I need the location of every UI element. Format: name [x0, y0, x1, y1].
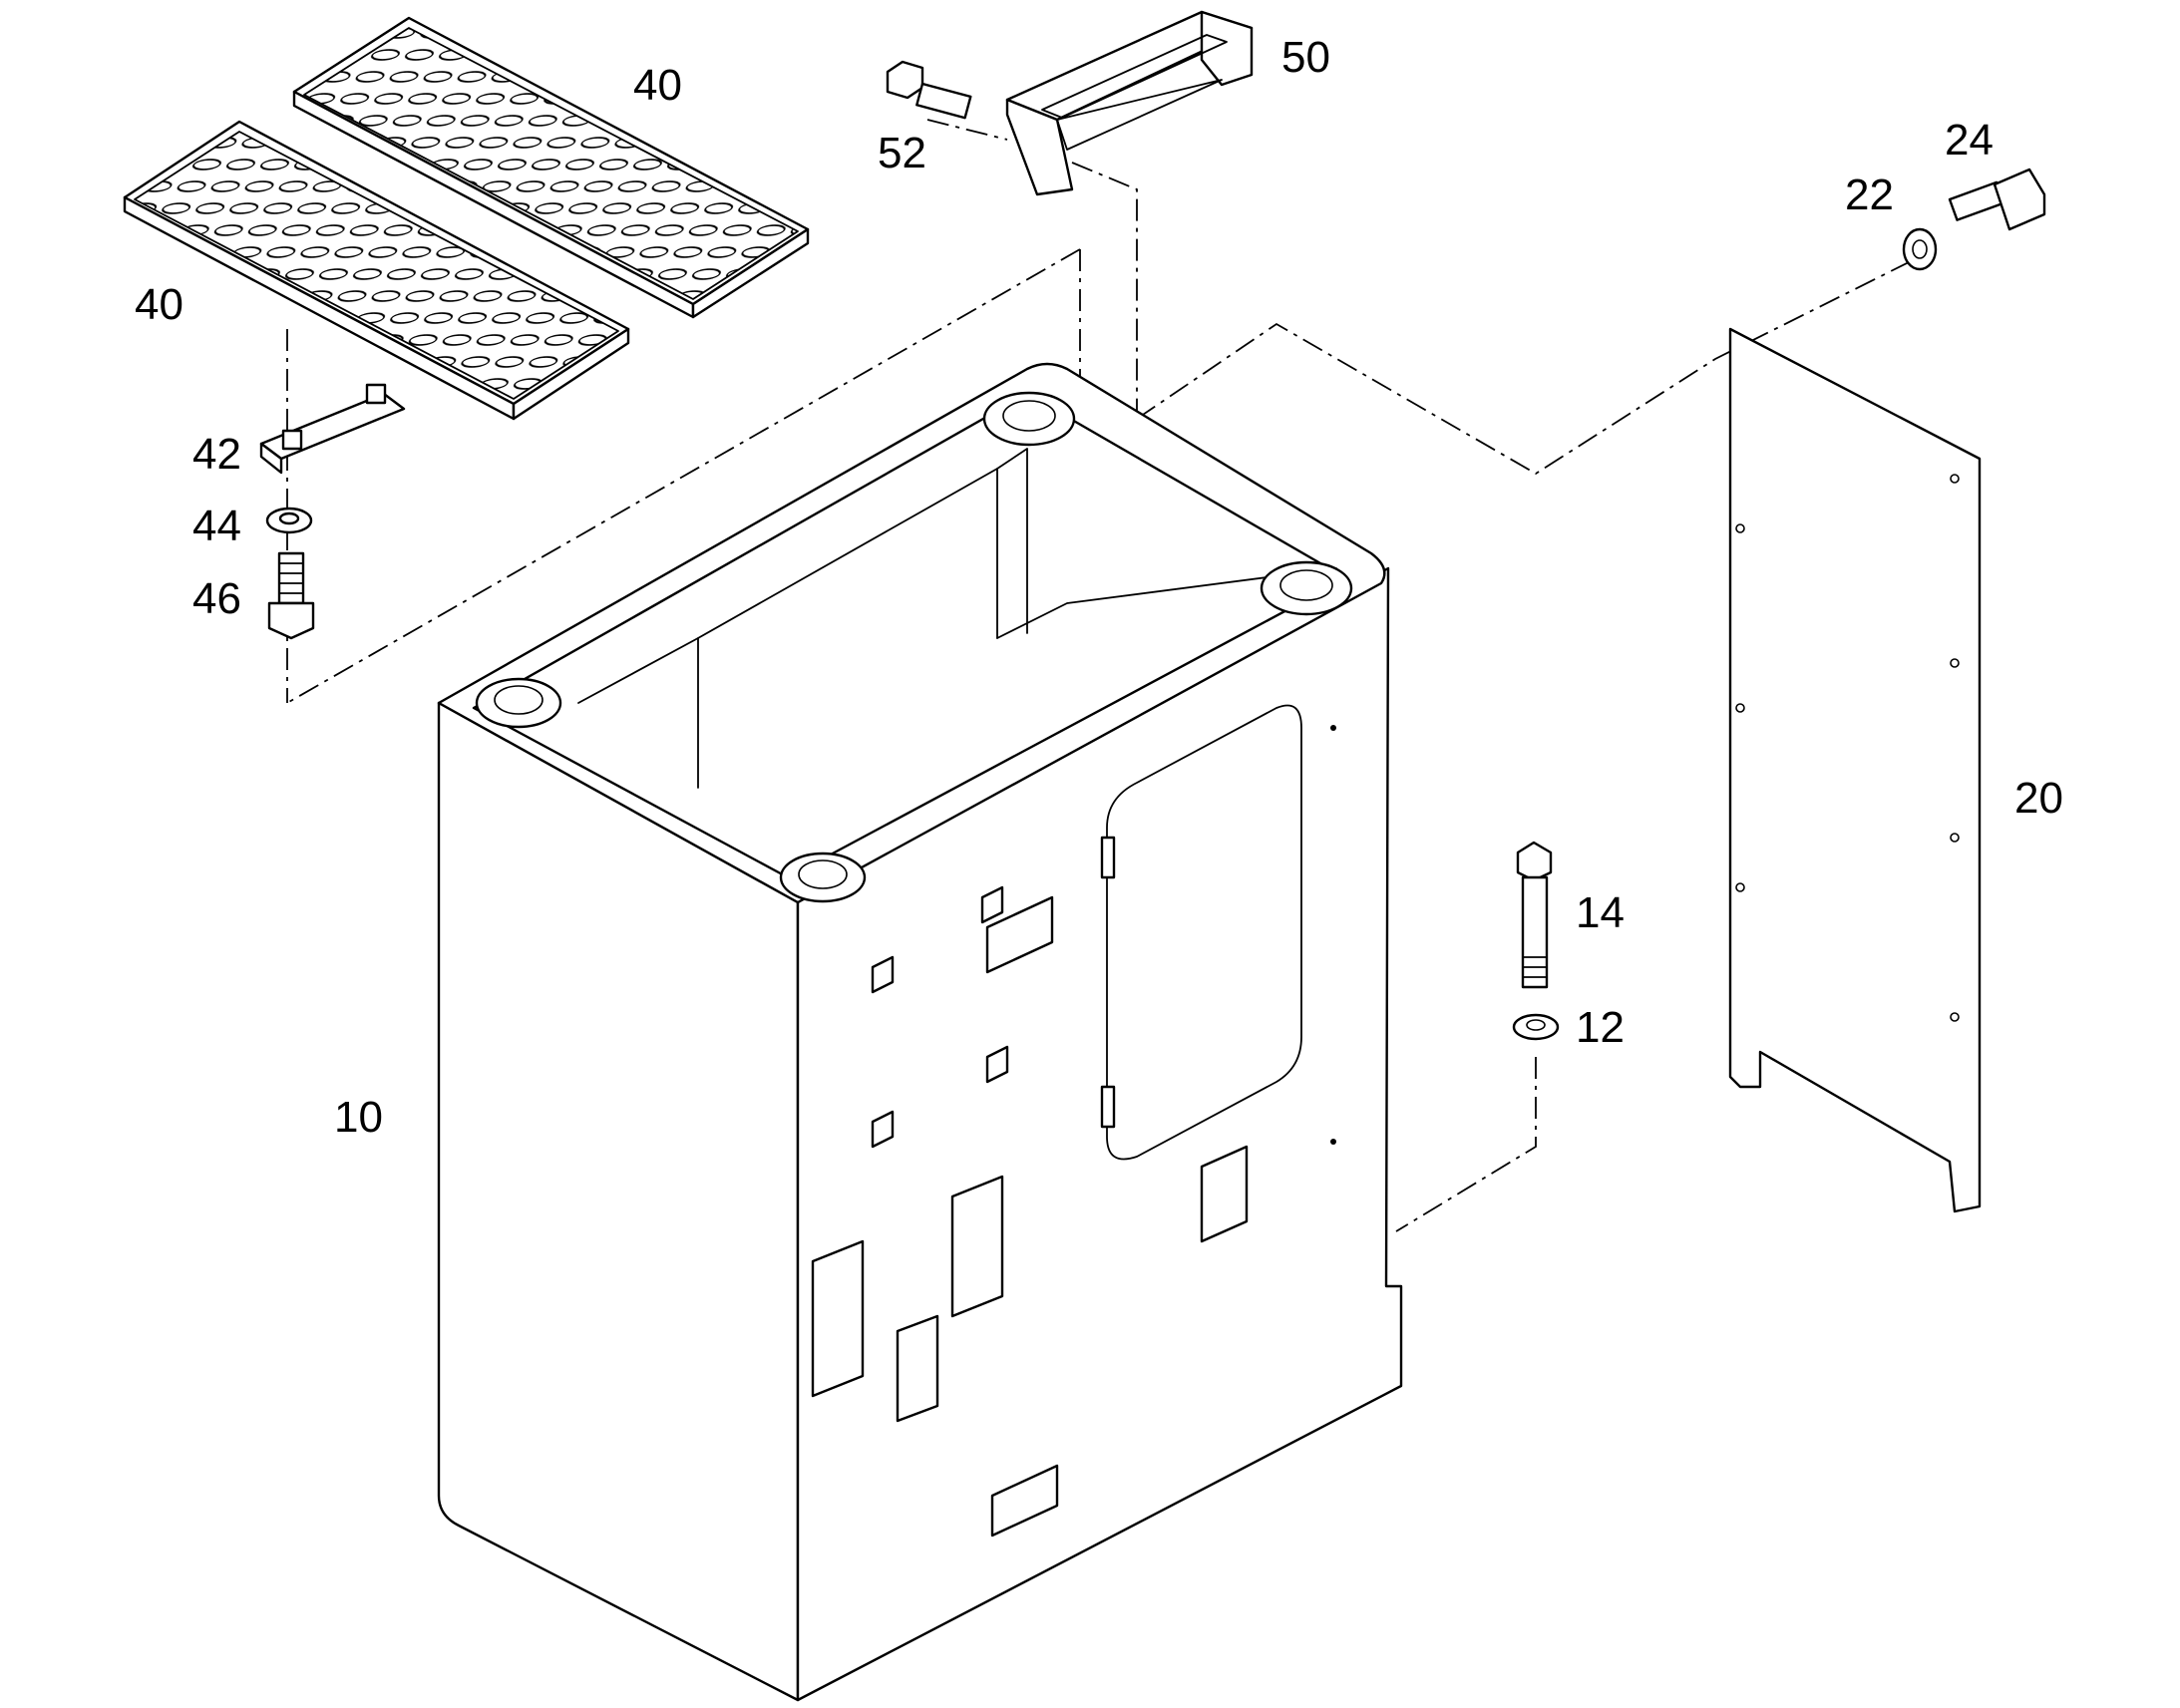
washer-12 [1512, 1013, 1560, 1041]
side-panel-20 [1728, 327, 1982, 1213]
bolt-46 [267, 551, 315, 640]
callout-24: 24 [1945, 116, 1994, 165]
callout-52: 52 [878, 129, 926, 177]
callout-46: 46 [192, 574, 241, 623]
callout-40-lower: 40 [135, 280, 183, 329]
screw-52 [886, 60, 972, 120]
bracket-plate-42 [259, 383, 406, 475]
callout-22: 22 [1845, 171, 1894, 219]
assembly-line-screw-52 [926, 119, 1008, 141]
callout-40-upper: 40 [633, 61, 682, 110]
callout-44: 44 [192, 502, 241, 550]
callout-labels: 10 12 14 20 22 24 40 40 42 44 46 50 52 [135, 33, 2063, 1142]
washer-44 [265, 507, 313, 534]
assembly-line-left-diagonal [286, 248, 1081, 704]
cap-screw-24 [1948, 168, 2046, 231]
callout-12: 12 [1576, 1003, 1625, 1052]
step-grating-upper [292, 16, 810, 319]
washer-22 [1902, 227, 1938, 271]
step-grating-lower [123, 120, 630, 421]
assembly-line-bolt [1395, 1057, 1537, 1232]
callout-14: 14 [1576, 888, 1625, 937]
callout-10: 10 [334, 1093, 383, 1142]
hex-bolt-14 [1516, 841, 1553, 989]
callout-42: 42 [192, 430, 241, 479]
callout-50: 50 [1281, 33, 1330, 82]
assembly-line-right-panel [1136, 258, 1916, 476]
handle-50 [1005, 10, 1254, 196]
callout-20: 20 [2014, 774, 2063, 823]
cabinet-body-10 [437, 362, 1403, 1702]
